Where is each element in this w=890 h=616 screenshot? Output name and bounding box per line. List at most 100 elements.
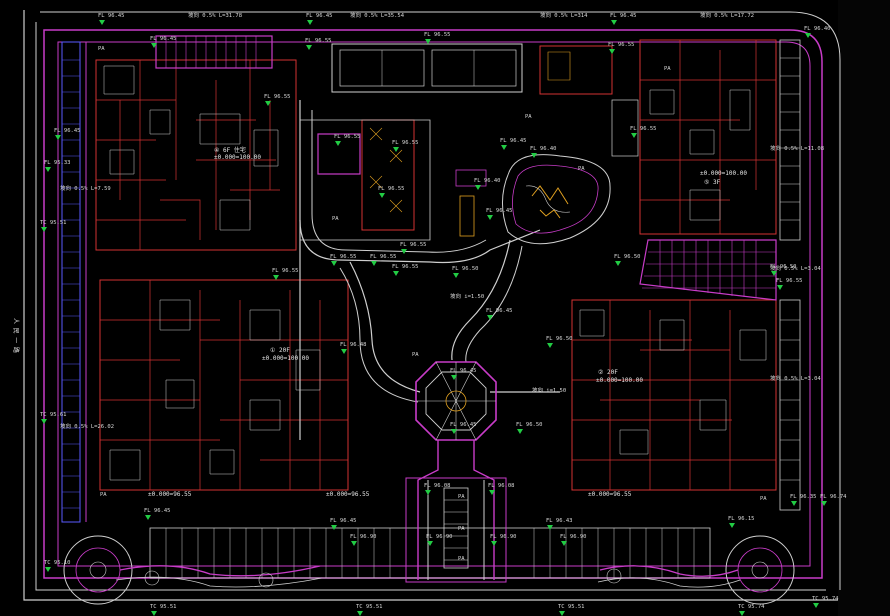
elevation-marker-icon	[379, 193, 385, 198]
southwest-landscape	[63, 535, 323, 605]
area-label: PA	[332, 216, 339, 222]
area-label: PA	[412, 352, 419, 358]
elevation-label: FL 96.50	[546, 336, 573, 342]
elevation-marker-icon	[331, 525, 337, 530]
east-parking-strip	[779, 39, 801, 511]
building-4	[95, 35, 297, 251]
slope-label: 坡向 0.5% L=314	[540, 11, 588, 19]
elevation-marker-icon	[729, 523, 735, 528]
elevation-marker-icon	[559, 611, 565, 616]
slope-label: 坡向 0.5% L=7.59	[60, 184, 111, 192]
elevation-marker-icon	[517, 429, 523, 434]
elevation-marker-icon	[547, 343, 553, 348]
elevation-marker-icon	[393, 271, 399, 276]
building-label: ② 20F	[598, 369, 618, 376]
margin-band	[838, 0, 890, 616]
elevation-marker-icon	[335, 141, 341, 146]
elevation-marker-icon	[151, 43, 157, 48]
area-label: PA	[664, 66, 671, 72]
building-label: ⑤ 3F	[704, 179, 721, 186]
elevation-label: FL 96.50	[770, 264, 797, 270]
central-plaza	[415, 361, 497, 441]
elevation-marker-icon	[739, 611, 745, 616]
elevation-label: FL 96.55	[630, 126, 657, 132]
elevation-label: FL 96.55	[272, 268, 299, 274]
elevation-label: TC 95.51	[40, 220, 67, 226]
south-parking-strip	[149, 527, 711, 579]
elevation-marker-icon	[45, 567, 51, 572]
elevation-marker-icon	[451, 429, 457, 434]
elevation-label: FL 96.50	[516, 422, 543, 428]
boundary-roads	[23, 10, 841, 601]
elevation-label: FL 96.45	[330, 518, 357, 524]
building-label: ④ 6F 住宅	[214, 146, 246, 154]
elevation-marker-icon	[631, 133, 637, 138]
building-2	[571, 299, 777, 491]
slope-label: 坡向 0.5% L=3.04	[770, 374, 821, 382]
elevation-marker-icon	[491, 541, 497, 546]
area-label: PA	[458, 526, 465, 532]
elevation-marker-icon	[265, 101, 271, 106]
elevation-label: FL 96.45	[306, 13, 333, 19]
building-label: ±0.000=96.55	[588, 491, 632, 498]
elevation-label: FL 96.45	[150, 36, 177, 42]
area-label: PA	[578, 166, 585, 172]
elevation-label: FL 96.55	[378, 186, 405, 192]
elevation-marker-icon	[99, 20, 105, 25]
elevation-marker-icon	[41, 227, 47, 232]
elevation-label: FL 96.08	[488, 483, 515, 489]
elevation-marker-icon	[45, 167, 51, 172]
elevation-marker-icon	[453, 273, 459, 278]
building-label: ① 20F	[270, 347, 290, 354]
elevation-marker-icon	[489, 490, 495, 495]
elevation-marker-icon	[611, 20, 617, 25]
elevation-label: FL 96.40	[530, 146, 557, 152]
elevation-label: FL 96.45	[144, 508, 171, 514]
elevation-marker-icon	[813, 603, 819, 608]
elevation-label: FL 96.55	[392, 140, 419, 146]
elevation-marker-icon	[151, 611, 157, 616]
elevation-marker-icon	[777, 285, 783, 290]
elevation-marker-icon	[331, 261, 337, 266]
elevation-label: FL 96.55	[264, 94, 291, 100]
street-label: 人 民 一 路	[12, 318, 20, 353]
elevation-marker-icon	[475, 185, 481, 190]
elevation-label: TC 95.51	[356, 604, 383, 610]
area-label: PA	[760, 496, 767, 502]
elevation-marker-icon	[145, 515, 151, 520]
elevation-marker-icon	[371, 261, 377, 266]
slope-label: 坡向 0.5% L=17.72	[700, 11, 754, 19]
area-label: PA	[458, 494, 465, 500]
elevation-label: FL 96.35	[790, 494, 817, 500]
elevation-label: TC 95.74	[738, 604, 765, 610]
elevation-label: FL 95.33	[44, 160, 71, 166]
elevation-label: TC 95.51	[558, 604, 585, 610]
pergola-grid	[639, 239, 777, 301]
elevation-marker-icon	[41, 419, 47, 424]
area-label: PA	[525, 114, 532, 120]
elevation-label: FL 96.48	[340, 342, 367, 348]
elevation-label: FL 96.15	[728, 516, 755, 522]
elevation-label: FL 96.45	[98, 13, 125, 19]
sports-courts	[331, 43, 523, 93]
pond-playground	[455, 154, 611, 245]
elevation-labels: FL 96.45 FL 96.45 FL 96.45 FL 96.40 FL 96.45…	[40, 13, 847, 610]
elevation-label: FL 96.90	[490, 534, 517, 540]
elevation-label: FL 96.45	[486, 208, 513, 214]
elevation-label: TC 95.74	[812, 596, 839, 602]
elevation-label: TC 95.10	[44, 560, 71, 566]
elevation-label: FL 96.50	[452, 266, 479, 272]
elevation-marker-icon	[351, 541, 357, 546]
elevation-marker-icon	[307, 20, 313, 25]
building-label: ±0.000=100.00	[262, 355, 309, 362]
elevation-marker-icon	[425, 39, 431, 44]
area-label: PA	[98, 46, 105, 52]
elevation-label: TC 95.61	[40, 412, 67, 418]
elevation-marker-icon	[393, 147, 399, 152]
slope-label: 坡向 0.5% L=35.54	[350, 11, 405, 19]
elevation-marker-icon	[357, 611, 363, 616]
elevation-markers	[41, 20, 827, 616]
elevation-marker-icon	[771, 271, 777, 276]
